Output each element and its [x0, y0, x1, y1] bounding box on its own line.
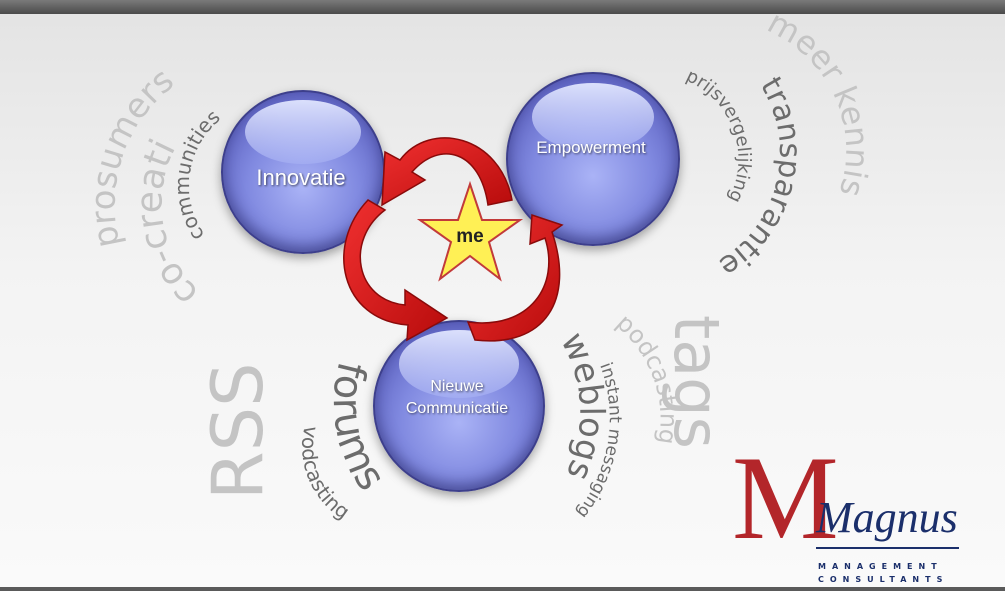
sphere-nieuwe-communicatie — [373, 320, 545, 492]
word-rss: RSS — [197, 362, 279, 500]
arrow-top — [381, 137, 513, 207]
arrow-left — [343, 199, 449, 342]
logo-subtitle-consultants: CONSULTANTS — [818, 575, 949, 584]
label-innovatie: Innovatie — [256, 165, 346, 190]
star-label-me: me — [456, 226, 484, 247]
label-empowerment: Empowerment — [536, 138, 646, 157]
label-nieuwe-communicatie: Nieuwe Communicatie — [373, 376, 541, 420]
sphere-gloss — [531, 82, 655, 151]
sphere-gloss — [398, 330, 520, 398]
bottom-bar — [0, 587, 1005, 591]
logo-letter: M — [732, 431, 839, 564]
logo-subtitle-management: MANAGEMENT — [818, 562, 943, 571]
label-nieuwe: Nieuwe — [430, 378, 484, 395]
sphere-gloss — [245, 100, 361, 164]
word-tags: tags — [660, 315, 733, 449]
label-communicatie: Communicatie — [405, 400, 509, 417]
star-icon — [416, 180, 524, 282]
top-bar — [0, 0, 1005, 14]
logo-name: Magnus — [816, 493, 958, 542]
magnus-logo: M Magnus MANAGEMENT CONSULTANTS — [724, 438, 974, 590]
logo-divider — [816, 547, 959, 549]
arrow-right — [466, 213, 564, 342]
sphere-empowerment — [506, 72, 680, 246]
